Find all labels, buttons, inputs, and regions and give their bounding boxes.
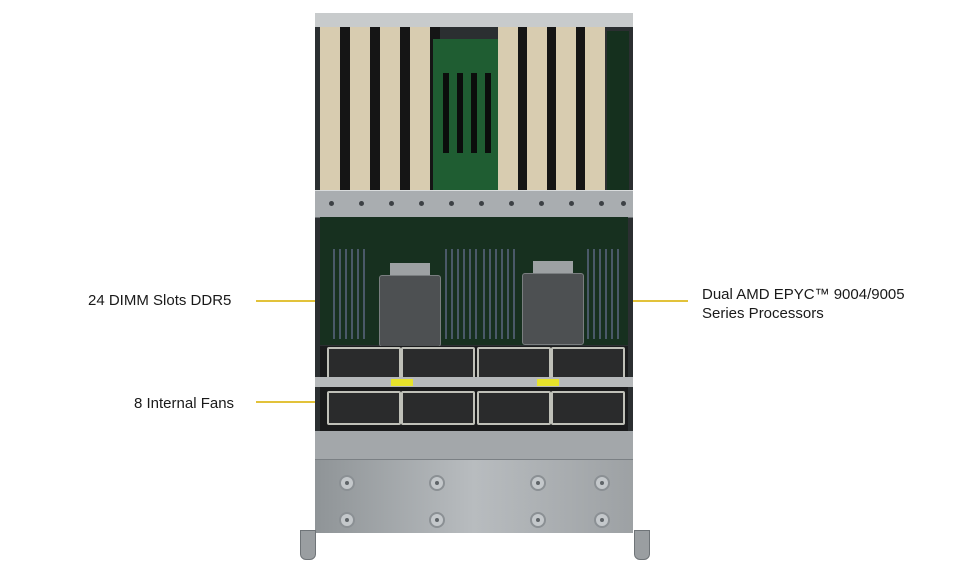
bracket-hole	[389, 201, 394, 206]
slot-divider	[400, 27, 410, 202]
riser-slot	[457, 73, 463, 153]
cpu-heatsink-top	[533, 261, 573, 273]
fan	[477, 391, 551, 425]
dimm-slot	[507, 249, 509, 339]
processors-label: Dual AMD EPYC™ 9004/9005 Series Processo…	[702, 285, 905, 323]
screw	[429, 475, 445, 491]
rack-handle-left	[300, 530, 316, 560]
front-panel	[315, 431, 633, 533]
bracket-hole	[621, 201, 626, 206]
slot-divider	[576, 27, 586, 202]
fan	[401, 347, 475, 381]
dimm-slot	[333, 249, 335, 339]
dimm-slot	[587, 249, 589, 339]
screw	[594, 512, 610, 528]
dimm-slot	[357, 249, 359, 339]
bracket-hole	[569, 201, 574, 206]
cpu-heatsink-1	[379, 275, 441, 347]
dimm-slot	[457, 249, 459, 339]
riser-slot	[443, 73, 449, 153]
screw	[530, 475, 546, 491]
pcie-slot	[350, 27, 370, 202]
rack-handle-right	[634, 530, 650, 560]
pcie-slot	[380, 27, 400, 202]
fan	[327, 391, 401, 425]
dimm-slot	[345, 249, 347, 339]
dimm-slot	[363, 249, 365, 339]
dimm-slot	[617, 249, 619, 339]
dimm-slot	[475, 249, 477, 339]
dimm-slot	[599, 249, 601, 339]
fan	[551, 391, 625, 425]
dimm-slot	[605, 249, 607, 339]
dimm-slots-leader-line	[256, 300, 350, 302]
dimm-slot	[611, 249, 613, 339]
pcie-slot	[556, 27, 576, 202]
bracket-hole	[539, 201, 544, 206]
dimm-slot	[445, 249, 447, 339]
pcie-slot	[527, 27, 547, 202]
screw	[339, 512, 355, 528]
dimm-slot	[513, 249, 515, 339]
dimm-slot	[351, 249, 353, 339]
rear-rail	[315, 13, 633, 27]
bracket-hole	[509, 201, 514, 206]
server-chassis-image	[315, 13, 633, 533]
dimm-slot	[483, 249, 485, 339]
side-riser-panel	[607, 31, 629, 201]
fan	[401, 391, 475, 425]
front-panel-lip	[315, 431, 633, 460]
dimm-slot	[593, 249, 595, 339]
internal-fans-label: 8 Internal Fans	[134, 395, 235, 412]
riser-slot	[471, 73, 477, 153]
slot-divider	[547, 27, 557, 202]
dimm-slot	[489, 249, 491, 339]
dimm-slots-label: 24 DIMM Slots DDR5	[88, 292, 232, 309]
pcie-slot	[320, 27, 340, 202]
dimm-slot	[469, 249, 471, 339]
dimm-slot	[495, 249, 497, 339]
pcie-slot	[585, 27, 605, 202]
fan-release-tab	[391, 379, 413, 386]
screw	[594, 475, 610, 491]
bracket-hole	[329, 201, 334, 206]
bracket-hole	[599, 201, 604, 206]
screw	[339, 475, 355, 491]
slot-divider	[370, 27, 380, 202]
riser-slot	[485, 73, 491, 153]
bracket-hole	[359, 201, 364, 206]
pcie-slot	[498, 27, 518, 202]
slot-retention-bracket	[315, 190, 633, 218]
slot-divider	[340, 27, 350, 202]
fan	[551, 347, 625, 381]
fan	[327, 347, 401, 381]
cpu-heatsink-2	[522, 273, 584, 345]
dimm-slot	[451, 249, 453, 339]
fan-divider-bar	[315, 377, 633, 387]
pcie-slot	[410, 27, 430, 202]
screw	[530, 512, 546, 528]
dimm-slot	[339, 249, 341, 339]
slot-divider	[518, 27, 528, 202]
bracket-hole	[479, 201, 484, 206]
bracket-hole	[419, 201, 424, 206]
dimm-slot	[463, 249, 465, 339]
dimm-slot	[501, 249, 503, 339]
fan-release-tab	[537, 379, 559, 386]
processors-label-line1: Dual AMD EPYC™ 9004/9005	[702, 286, 905, 303]
screw	[429, 512, 445, 528]
processors-label-line2: Series Processors	[702, 305, 824, 322]
bracket-hole	[449, 201, 454, 206]
cpu-heatsink-top	[390, 263, 430, 275]
internal-fans-leader-line	[256, 401, 332, 403]
fan	[477, 347, 551, 381]
